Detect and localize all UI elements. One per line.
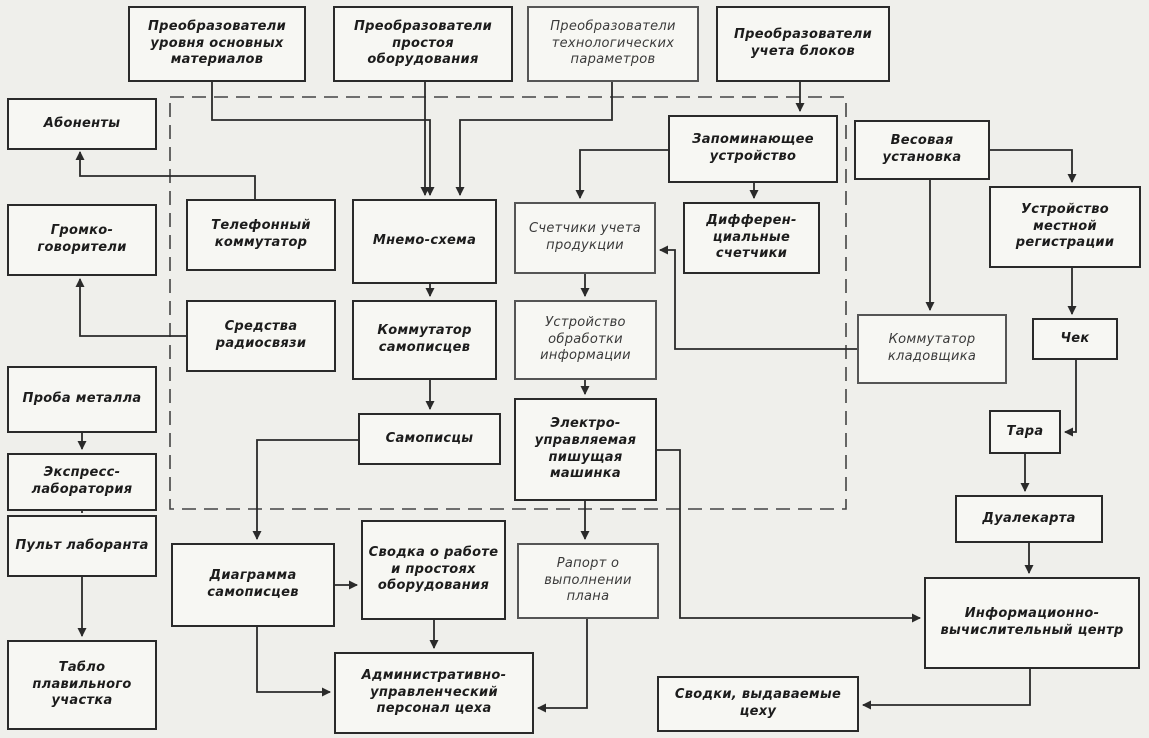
connector-13 xyxy=(575,149,668,199)
connector-15 xyxy=(659,245,857,350)
connector-19 xyxy=(537,619,588,713)
connector-22 xyxy=(990,149,1077,183)
node-plan-report: Рапорт о выполнении плана xyxy=(517,543,659,619)
connector-3 xyxy=(455,82,613,196)
node-shop-management: Административно-управленческий персонал … xyxy=(334,652,534,734)
node-memory-device: Запоминающее устройство xyxy=(668,115,838,183)
connector-lines xyxy=(75,82,1077,713)
connector-27 xyxy=(862,669,1031,710)
node-local-registration: Устройство местной регистрации xyxy=(989,186,1141,268)
node-recorder-switch: Коммутатор самописцев xyxy=(352,300,497,380)
connector-1 xyxy=(211,82,435,196)
node-lab-console: Пульт лаборанта xyxy=(7,515,157,577)
connector-20 xyxy=(657,449,921,623)
node-mnemonic-scheme: Мнемо-схема xyxy=(352,199,497,284)
node-recorders: Самописцы xyxy=(358,413,501,465)
node-downtime-converters: Преобразователи простоя оборудования xyxy=(333,6,513,82)
node-recorder-charts: Диаграмма самописцев xyxy=(171,543,335,627)
node-computing-center: Информационно-вычислительный центр xyxy=(924,577,1140,669)
node-container: Тара xyxy=(989,410,1061,454)
node-subscribers: Абоненты xyxy=(7,98,157,150)
node-metal-sample: Проба металла xyxy=(7,366,157,433)
connector-10 xyxy=(256,627,331,697)
node-melting-display: Табло плавильного участка xyxy=(7,640,157,730)
node-radio-means: Средства радиосвязи xyxy=(186,300,336,372)
node-phone-switch: Телефонный коммутатор xyxy=(186,199,336,271)
node-express-lab: Экспресс-лаборатория xyxy=(7,453,157,511)
node-info-processing: Устройство обработки информации xyxy=(514,300,657,380)
node-receipt: Чек xyxy=(1032,318,1118,360)
automation-boundary xyxy=(169,96,847,510)
connector-5 xyxy=(75,151,256,199)
node-level-converters: Преобразователи уровня основных материал… xyxy=(128,6,306,82)
node-differential-counters: Дифферен-циальные счетчики xyxy=(683,202,820,274)
node-storekeeper-switch: Коммутатор кладовщика xyxy=(857,314,1007,384)
node-block-converters: Преобразователи учета блоков xyxy=(716,6,890,82)
node-dual-card: Дуалекарта xyxy=(955,495,1103,543)
node-equipment-summary: Сводка о работе и простоях оборудования xyxy=(361,520,506,620)
node-product-counters: Счетчики учета продукции xyxy=(514,202,656,274)
node-weighing-unit: Весовая установка xyxy=(854,120,990,180)
connector-9 xyxy=(252,439,358,540)
node-electric-typewriter: Электро-управляемая пишущая машинка xyxy=(514,398,657,501)
node-loudspeakers: Громко-говорители xyxy=(7,204,157,276)
node-process-converters: Преобразователи технологических параметр… xyxy=(527,6,699,82)
connector-6 xyxy=(75,278,186,337)
connector-24 xyxy=(1064,360,1077,437)
node-shop-summaries: Сводки, выдаваемые цеху xyxy=(657,676,859,732)
